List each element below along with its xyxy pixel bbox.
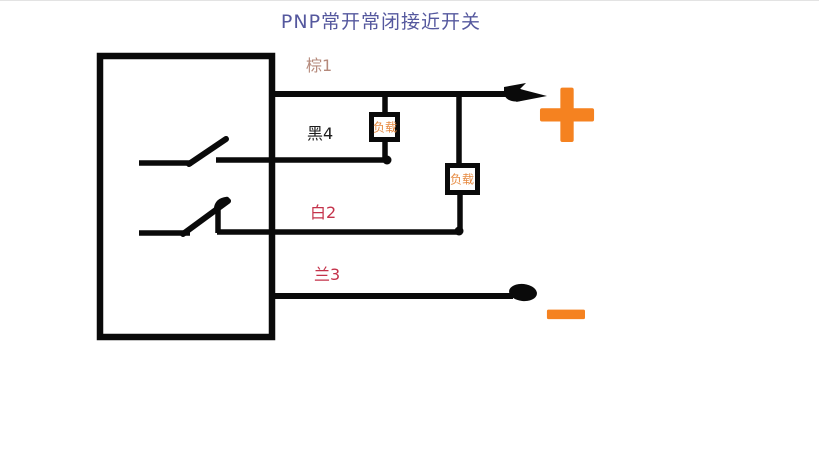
arrow-blob [505,88,527,102]
white-wire-junction-dot [454,226,464,236]
load-2-label: 负载 [450,173,474,187]
sensor-body-outline [96,52,276,341]
black-wire-junction-dot [382,155,392,165]
load-1-label: 负载 [373,121,397,135]
load-2-box [445,163,480,195]
page-title: PNP常开常闭接近开关 [281,11,481,33]
normally-closed-switch-symbol [139,196,231,237]
black-wire-label: 黑4 [307,124,333,143]
load-1-branch: 负载 [369,92,400,161]
white-wire-label: 白2 [310,203,336,222]
plus-symbol: + [533,66,600,159]
brown-wire-label: 棕1 [306,56,332,75]
load-2-branch: 负载 [445,92,480,232]
normally-open-switch-symbol [139,136,229,167]
negative-terminal-dot-icon [509,283,537,302]
positive-terminal-arrow-icon [504,83,547,102]
no-switch-moving-contact [186,136,229,167]
minus-symbol: − [543,281,590,346]
blue-wire-label: 兰3 [314,265,340,284]
nc-switch-stop-hook [213,196,230,212]
